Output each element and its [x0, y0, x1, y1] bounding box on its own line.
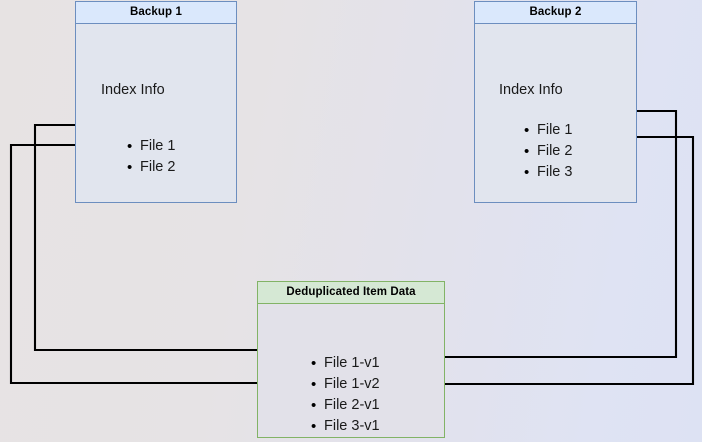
edge-backup2-file2	[397, 135, 695, 391]
list-item: File 2	[524, 141, 573, 162]
node-backup-2-body: Index Info File 1 File 2 File 3	[475, 24, 636, 202]
file-list-backup-2: File 1 File 2 File 3	[521, 120, 573, 183]
file-list-deduplicated: File 1-v1 File 1-v2 File 2-v1 File 3-v1	[308, 353, 380, 437]
index-info-label-1: Index Info	[101, 82, 165, 98]
list-item: File 2-v1	[311, 395, 380, 416]
node-deduplicated-item-data[interactable]: Deduplicated Item Data File 1-v1 File 1-…	[257, 281, 445, 438]
list-item: File 1-v1	[311, 353, 380, 374]
node-backup-1-body: Index Info File 1 File 2	[76, 24, 236, 202]
node-backup-1-title: Backup 1	[76, 2, 236, 24]
list-item: File 1	[127, 136, 176, 157]
list-item: File 1-v2	[311, 374, 380, 395]
list-item: File 1	[524, 120, 573, 141]
node-deduplicated-item-data-body: File 1-v1 File 1-v2 File 2-v1 File 3-v1	[258, 304, 444, 437]
file-list-backup-1: File 1 File 2	[124, 136, 176, 178]
node-backup-2[interactable]: Backup 2 Index Info File 1 File 2 File 3	[474, 1, 637, 203]
list-item: File 3	[524, 162, 573, 183]
index-info-label-2: Index Info	[499, 82, 563, 98]
edge-backup1-file2	[9, 143, 299, 390]
node-backup-1[interactable]: Backup 1 Index Info File 1 File 2	[75, 1, 237, 203]
list-item: File 2	[127, 157, 176, 178]
node-deduplicated-item-data-title: Deduplicated Item Data	[258, 282, 444, 304]
node-backup-2-title: Backup 2	[475, 2, 636, 24]
list-item: File 3-v1	[311, 416, 380, 437]
